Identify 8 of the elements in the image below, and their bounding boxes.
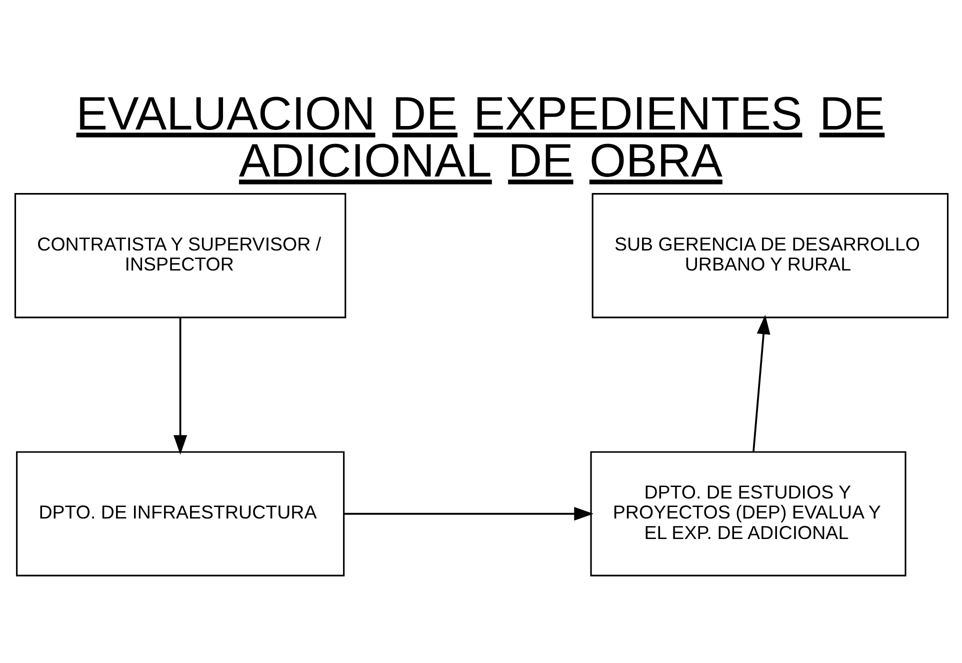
arrow [343, 506, 594, 521]
arrow [173, 318, 187, 455]
diagram-title: EVALUACION DE EXPEDIENTES DE ADICIONAL DE OBRA [76, 88, 884, 187]
node-box: CONTRATISTA Y SUPERVISOR / INSPECTOR [14, 193, 346, 318]
node-box: DPTO. DE INFRAESTRUCTURA [16, 451, 344, 576]
arrow [752, 314, 770, 452]
node-box: SUB GERENCIA DE DESARROLLO URBANO Y RURAL [591, 193, 948, 318]
node-box: DPTO. DE ESTUDIOS Y PROYECTOS (DEP) EVALUA Y EL EXP. DE ADICIONAL [590, 451, 906, 576]
